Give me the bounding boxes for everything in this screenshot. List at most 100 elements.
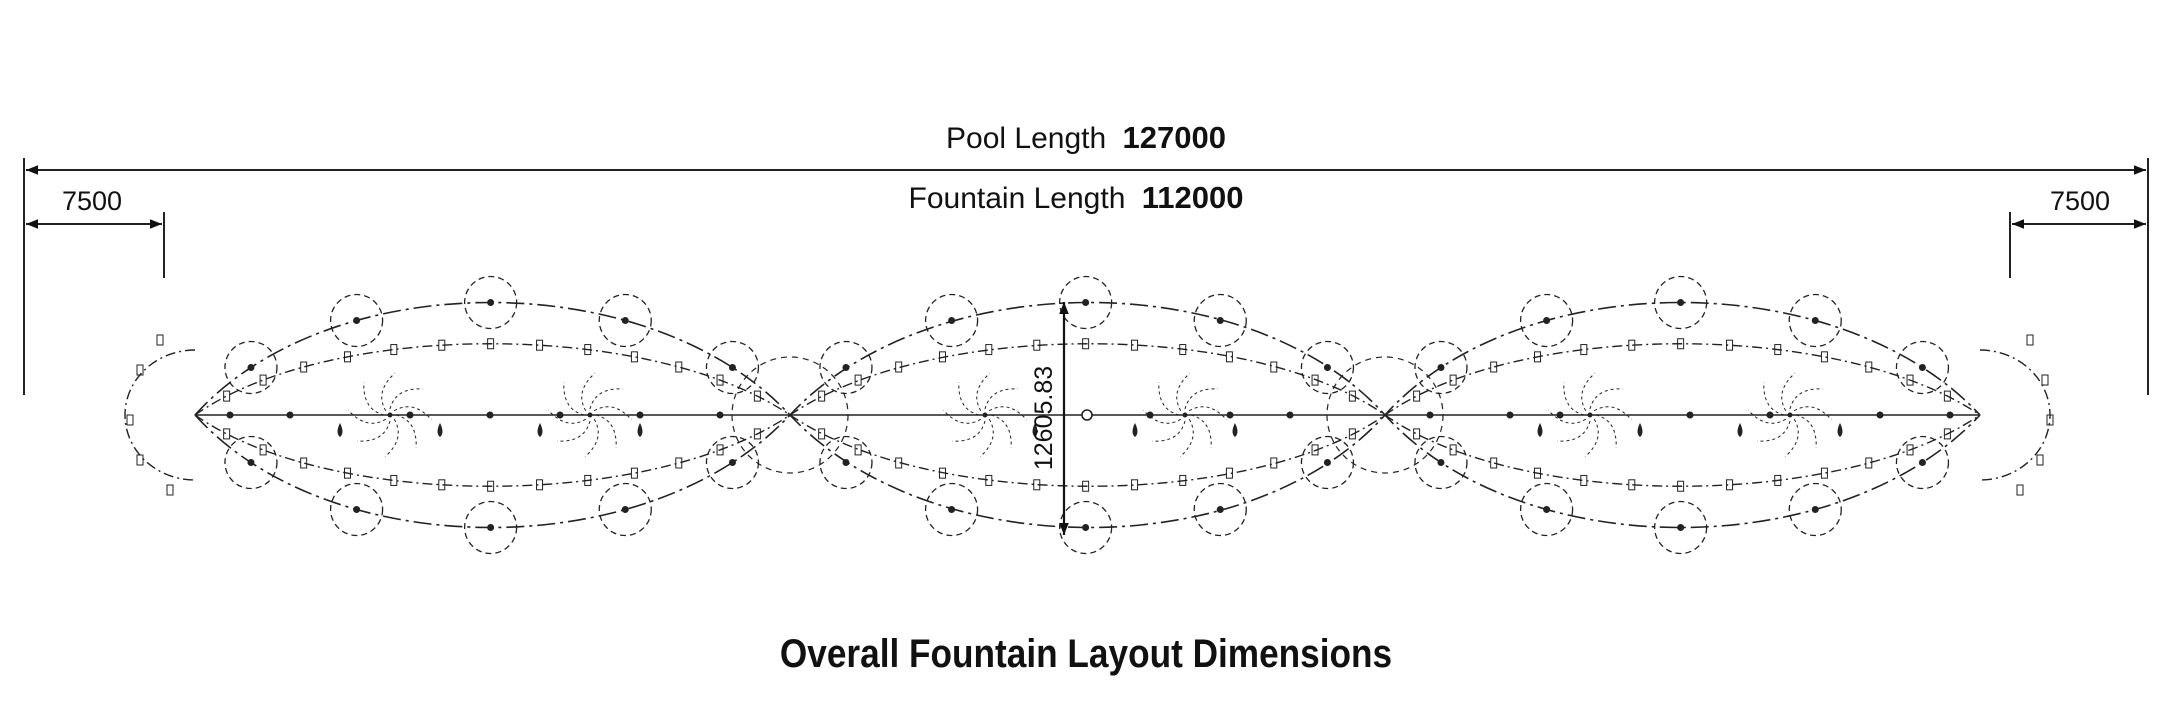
nozzle-mark [675, 457, 683, 469]
swirl-arm [988, 406, 1028, 421]
inner-jet-ring-path [194, 343, 1981, 416]
nozzle-mark [939, 351, 947, 363]
jet-circle [924, 482, 979, 537]
nozzle-mark [1270, 361, 1278, 373]
swirl-arm [1158, 382, 1180, 416]
nozzle-mark [1906, 374, 1914, 386]
pool-length-label: Pool Length [946, 122, 1106, 155]
nozzle-mark [1865, 361, 1873, 373]
jet-circle [463, 275, 518, 330]
nozzle-mark [753, 428, 761, 440]
jet-circle [1414, 340, 1468, 395]
jet-dot [842, 363, 850, 371]
jet-circle [1300, 435, 1355, 490]
jet-dot [1811, 317, 1819, 324]
swirl-arm [1184, 388, 1218, 410]
nozzle-mark [1677, 480, 1685, 492]
end-cap-arc [124, 349, 196, 481]
nozzle-mark [939, 467, 947, 479]
jet-dot [842, 459, 850, 467]
jet-circle [924, 293, 979, 348]
nozzle-mark [300, 361, 308, 373]
nozzle-mark [1943, 428, 1951, 440]
nozzle-mark [584, 474, 592, 486]
axis-jet-dot [1146, 411, 1154, 419]
axis-jet-dot [1286, 411, 1294, 419]
end-cap-arc [1979, 349, 2051, 481]
jet-circle [224, 340, 278, 395]
right-offset-value: 7500 [2050, 186, 2110, 216]
drawing-caption: Overall Fountain Layout Dimensions [779, 632, 1393, 676]
jet-dot [247, 363, 255, 371]
axis-jet-dot [1946, 411, 1954, 419]
jet-circle [705, 435, 760, 490]
swirl-arm [395, 414, 417, 448]
jet-circle [329, 482, 384, 537]
axis-jet-dot [1426, 411, 1434, 419]
swirl-arm [347, 409, 387, 424]
droplet-marker [1537, 423, 1543, 437]
end-nozzle-mark [136, 364, 144, 376]
nozzle-mark [1311, 444, 1319, 456]
jet-circle [463, 500, 518, 555]
nozzle-mark [1131, 479, 1139, 491]
droplet-marker [1837, 423, 1843, 437]
right-offset-dimension: 7500 [2009, 186, 2146, 278]
swirl-arm [958, 382, 980, 416]
swirl-arm [384, 418, 399, 458]
droplet-marker [537, 423, 543, 437]
end-nozzle-mark [136, 454, 144, 466]
jet-dot [1677, 524, 1685, 531]
axis-jet-dot [1506, 411, 1514, 419]
nozzle-mark [854, 374, 862, 386]
swirl-arm [563, 382, 585, 416]
nozzle-mark [1348, 390, 1356, 402]
nozzle-mark [1449, 374, 1457, 386]
nozzle-mark [487, 338, 495, 350]
jet-dot [1437, 459, 1445, 467]
swirl-arm [1547, 409, 1587, 424]
jet-circle [819, 435, 873, 490]
jet-dot [1811, 506, 1819, 513]
swirl-arm [1593, 406, 1633, 421]
end-nozzle-mark [156, 334, 164, 346]
fountain-length-label: Fountain Length [909, 182, 1126, 215]
swirl-arm [389, 388, 423, 410]
nozzle-mark [344, 467, 352, 479]
nozzle-mark [536, 339, 544, 351]
axis-jet-dot [1686, 411, 1694, 419]
pool-length-value: 127000 [1123, 120, 1226, 155]
nozzle-mark [1179, 474, 1187, 486]
nozzle-mark [1943, 390, 1951, 402]
jet-circle [1653, 500, 1708, 555]
swirl-arm [942, 409, 982, 424]
jet-circle [329, 293, 384, 348]
jet-dot [1323, 459, 1331, 467]
nozzle-mark [1677, 338, 1685, 350]
nozzle-mark [1179, 344, 1187, 356]
left-offset-dimension: 7500 [26, 186, 165, 278]
end-nozzle-mark [2016, 484, 2024, 496]
nozzle-mark [1580, 344, 1588, 356]
nozzle-mark [390, 344, 398, 356]
nozzle-mark [1726, 479, 1734, 491]
nozzle-mark [1311, 374, 1319, 386]
crossing-circle [1326, 356, 1444, 474]
swirl-arm [381, 372, 396, 412]
axis-jet-dot [226, 411, 234, 419]
droplet-marker [637, 423, 643, 437]
jet-dot [728, 363, 736, 371]
droplet-marker [437, 423, 443, 437]
jet-circle [1895, 340, 1950, 395]
nozzle-mark [390, 474, 398, 486]
swirl-center [1182, 412, 1188, 418]
swirl-arm [1747, 409, 1787, 424]
swirl-arm [1188, 406, 1228, 421]
jet-dot [1216, 506, 1224, 513]
jet-circle [819, 340, 873, 395]
swirl-arm [1557, 420, 1591, 442]
droplet-marker [1032, 423, 1038, 437]
axis-jet-dot [1226, 411, 1234, 419]
nozzle-mark [1774, 344, 1782, 356]
